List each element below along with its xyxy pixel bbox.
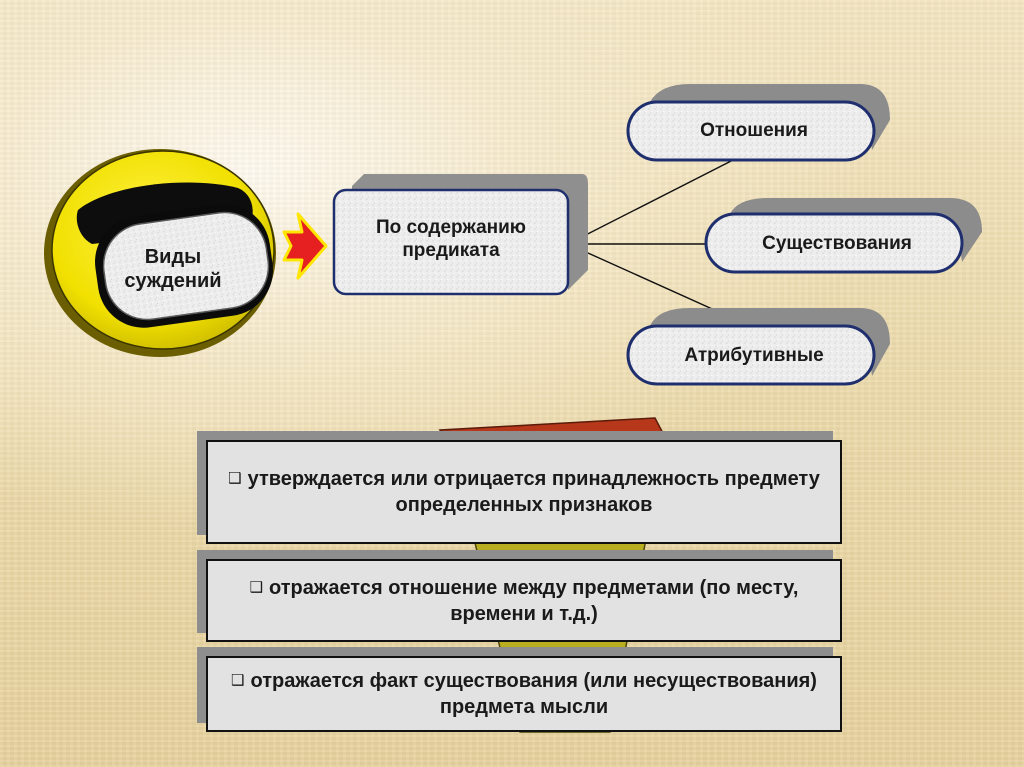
checkbox-bullet-icon: ❑	[249, 578, 264, 596]
root-node-label: Виды суждений	[124, 246, 222, 292]
description-text-2: отражается отношение между предметами (п…	[269, 576, 799, 625]
arrow-icon	[282, 212, 328, 280]
description-box-relations: ❑ отражается отношение между предметами (…	[206, 559, 842, 642]
branch-node-existence	[704, 198, 982, 274]
description-text-3: отражается факт существования (или несущ…	[250, 670, 817, 718]
checkbox-bullet-icon: ❑	[228, 470, 242, 487]
description-box-attributive: ❑ утверждается или отрицается принадлежно…	[206, 440, 842, 544]
description-box-existence: ❑ отражается факт существования (или несу…	[206, 656, 842, 732]
description-text: ❑ отражается факт существования (или несу…	[220, 668, 828, 720]
root-node	[44, 149, 276, 357]
description-text-1: утверждается или отрицается принадлежнос…	[247, 468, 820, 516]
branch-node-relations	[626, 84, 890, 162]
branch-label-relations: Отношения	[700, 119, 808, 141]
center-node-label: По содержанию предиката	[375, 217, 527, 261]
branch-label-attributive: Атрибутивные	[684, 344, 824, 366]
checkbox-bullet-icon: ❑	[231, 672, 245, 689]
branch-node-attributive	[626, 308, 890, 386]
center-node	[332, 174, 588, 296]
description-text: ❑ утверждается или отрицается принадлежно…	[220, 466, 828, 518]
description-text: ❑ отражается отношение между предметами (…	[220, 575, 828, 627]
branch-label-existence: Существования	[762, 232, 912, 254]
